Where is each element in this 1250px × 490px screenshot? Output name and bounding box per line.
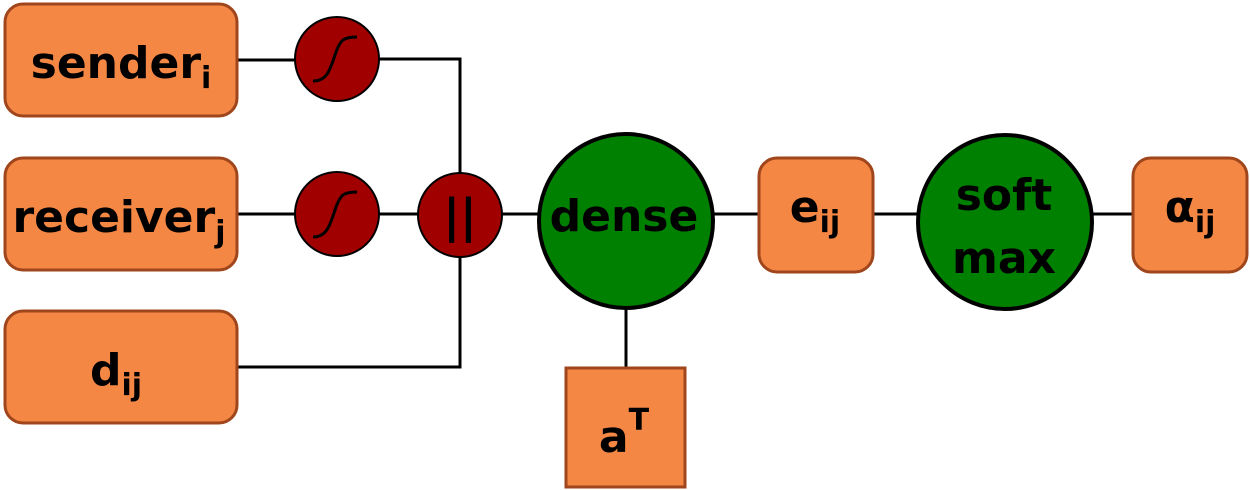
weight-label: aT xyxy=(599,403,650,463)
sigmoid-receiver xyxy=(294,171,380,257)
distance-node: dij xyxy=(3,309,239,425)
wires xyxy=(236,57,1133,369)
weight-node: aT xyxy=(564,366,687,489)
score-label: eij xyxy=(790,182,840,240)
distance-label: dij xyxy=(90,345,142,403)
softmax-node: soft max xyxy=(916,133,1094,311)
softmax-label-line1: soft xyxy=(956,170,1053,221)
score-node: eij xyxy=(757,156,875,274)
sigmoid-icon xyxy=(312,35,358,83)
receiver-label: receiverj xyxy=(12,192,225,250)
sigmoid-icon xyxy=(312,190,358,239)
concat-label: || xyxy=(443,189,477,244)
wire-sigmoid-concat-top xyxy=(378,57,462,173)
sender-label: senderi xyxy=(31,38,212,96)
wire-distance-concat xyxy=(236,257,462,369)
concat-node: || xyxy=(417,172,503,258)
dense-label: dense xyxy=(550,191,699,242)
alpha-label: αij xyxy=(1165,182,1216,240)
alpha-node: αij xyxy=(1131,156,1249,274)
receiver-node: receiverj xyxy=(3,156,239,272)
softmax-label-line2: max xyxy=(952,233,1056,284)
dense-node: dense xyxy=(537,132,715,310)
sender-node: senderi xyxy=(3,2,239,118)
sigmoid-sender xyxy=(294,16,380,102)
